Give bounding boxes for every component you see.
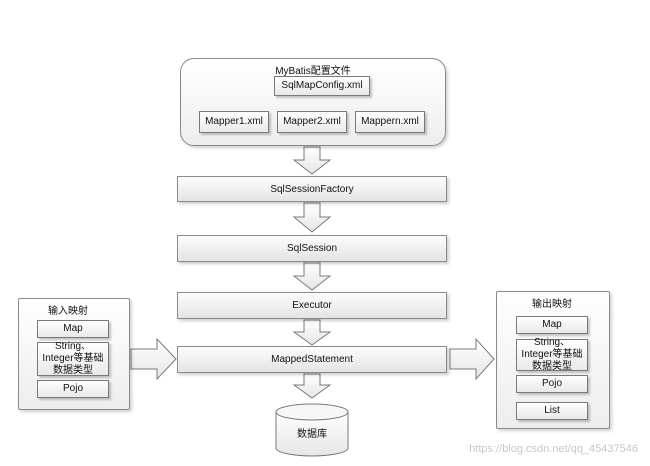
input-map-box: Map	[37, 320, 109, 338]
arrow-statement-to-database	[292, 373, 332, 399]
output-basic-types-line3: 数据类型	[532, 361, 572, 372]
output-list-box: List	[516, 402, 588, 420]
input-mapping-title: 输入映射	[48, 306, 88, 317]
sqlmapconfig-box: SqlMapConfig.xml	[274, 76, 370, 96]
executor-bar: Executor	[177, 292, 447, 319]
output-basic-types-line2: Integer等基础	[521, 349, 583, 360]
arrow-factory-to-session	[292, 202, 332, 233]
output-basic-types-box: String、 Integer等基础 数据类型	[516, 337, 588, 372]
output-basic-types-line1: String、	[533, 337, 571, 348]
arrow-session-to-executor	[292, 262, 332, 291]
input-pojo-box: Pojo	[37, 380, 109, 398]
output-map-box: Map	[516, 316, 588, 334]
input-basic-types-line3: 数据类型	[53, 365, 93, 376]
database-cylinder-icon	[275, 403, 349, 457]
input-basic-types-line2: Integer等基础	[42, 353, 104, 364]
input-basic-types-line1: String、	[54, 341, 92, 352]
mappedstatement-bar: MappedStatement	[177, 346, 447, 373]
arrow-executor-to-statement	[292, 319, 332, 346]
config-group-title: MyBatis配置文件	[275, 66, 351, 77]
database-label: 数据库	[297, 429, 327, 440]
watermark-text: https://blog.csdn.net/qq_45437546	[469, 443, 638, 455]
output-mapping-title: 输出映射	[532, 299, 572, 310]
arrow-config-to-factory	[292, 146, 332, 175]
mapper2-box: Mapper2.xml	[277, 111, 347, 133]
mapper1-box: Mapper1.xml	[199, 111, 269, 133]
input-basic-types-box: String、 Integer等基础 数据类型	[37, 341, 109, 376]
mappern-box: Mappern.xml	[355, 111, 425, 133]
arrow-statement-to-output	[449, 337, 495, 381]
output-pojo-box: Pojo	[516, 375, 588, 393]
arrow-input-to-statement	[130, 337, 177, 381]
sqlsession-bar: SqlSession	[177, 235, 447, 262]
sqlsessionfactory-bar: SqlSessionFactory	[177, 176, 447, 202]
